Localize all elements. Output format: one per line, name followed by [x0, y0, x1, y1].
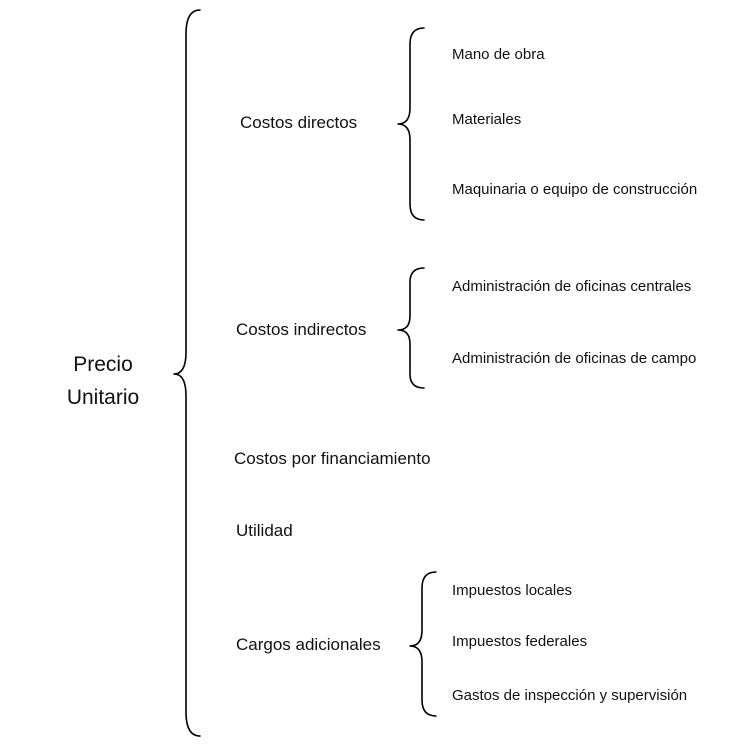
- item-admin-oficinas-centrales: Administración de oficinas centrales: [452, 278, 692, 295]
- item-mano-de-obra: Mano de obra: [452, 46, 545, 63]
- item-gastos-inspeccion: Gastos de inspección y supervisión: [452, 687, 688, 704]
- root-label-line1: Precio: [73, 353, 133, 376]
- brace-costos-directos: [397, 27, 425, 221]
- brace-costos-indirectos: [397, 267, 425, 389]
- brace-cargos-adicionales: [409, 571, 437, 717]
- root-label: Precio Unitario: [60, 348, 146, 414]
- category-costos-directos: Costos directos: [240, 113, 358, 132]
- main-brace: [173, 9, 201, 737]
- item-admin-oficinas-campo: Administración de oficinas de campo: [452, 350, 697, 367]
- item-materiales: Materiales: [452, 111, 522, 128]
- category-costos-financiamiento: Costos por financiamiento: [234, 449, 431, 468]
- category-cargos-adicionales: Cargos adicionales: [236, 635, 381, 654]
- category-utilidad: Utilidad: [236, 521, 293, 540]
- root-label-line2: Unitario: [66, 386, 140, 409]
- item-maquinaria: Maquinaria o equipo de construcción: [452, 181, 698, 198]
- item-impuestos-locales: Impuestos locales: [452, 582, 573, 599]
- category-costos-indirectos: Costos indirectos: [236, 320, 367, 339]
- item-impuestos-federales: Impuestos federales: [452, 633, 588, 650]
